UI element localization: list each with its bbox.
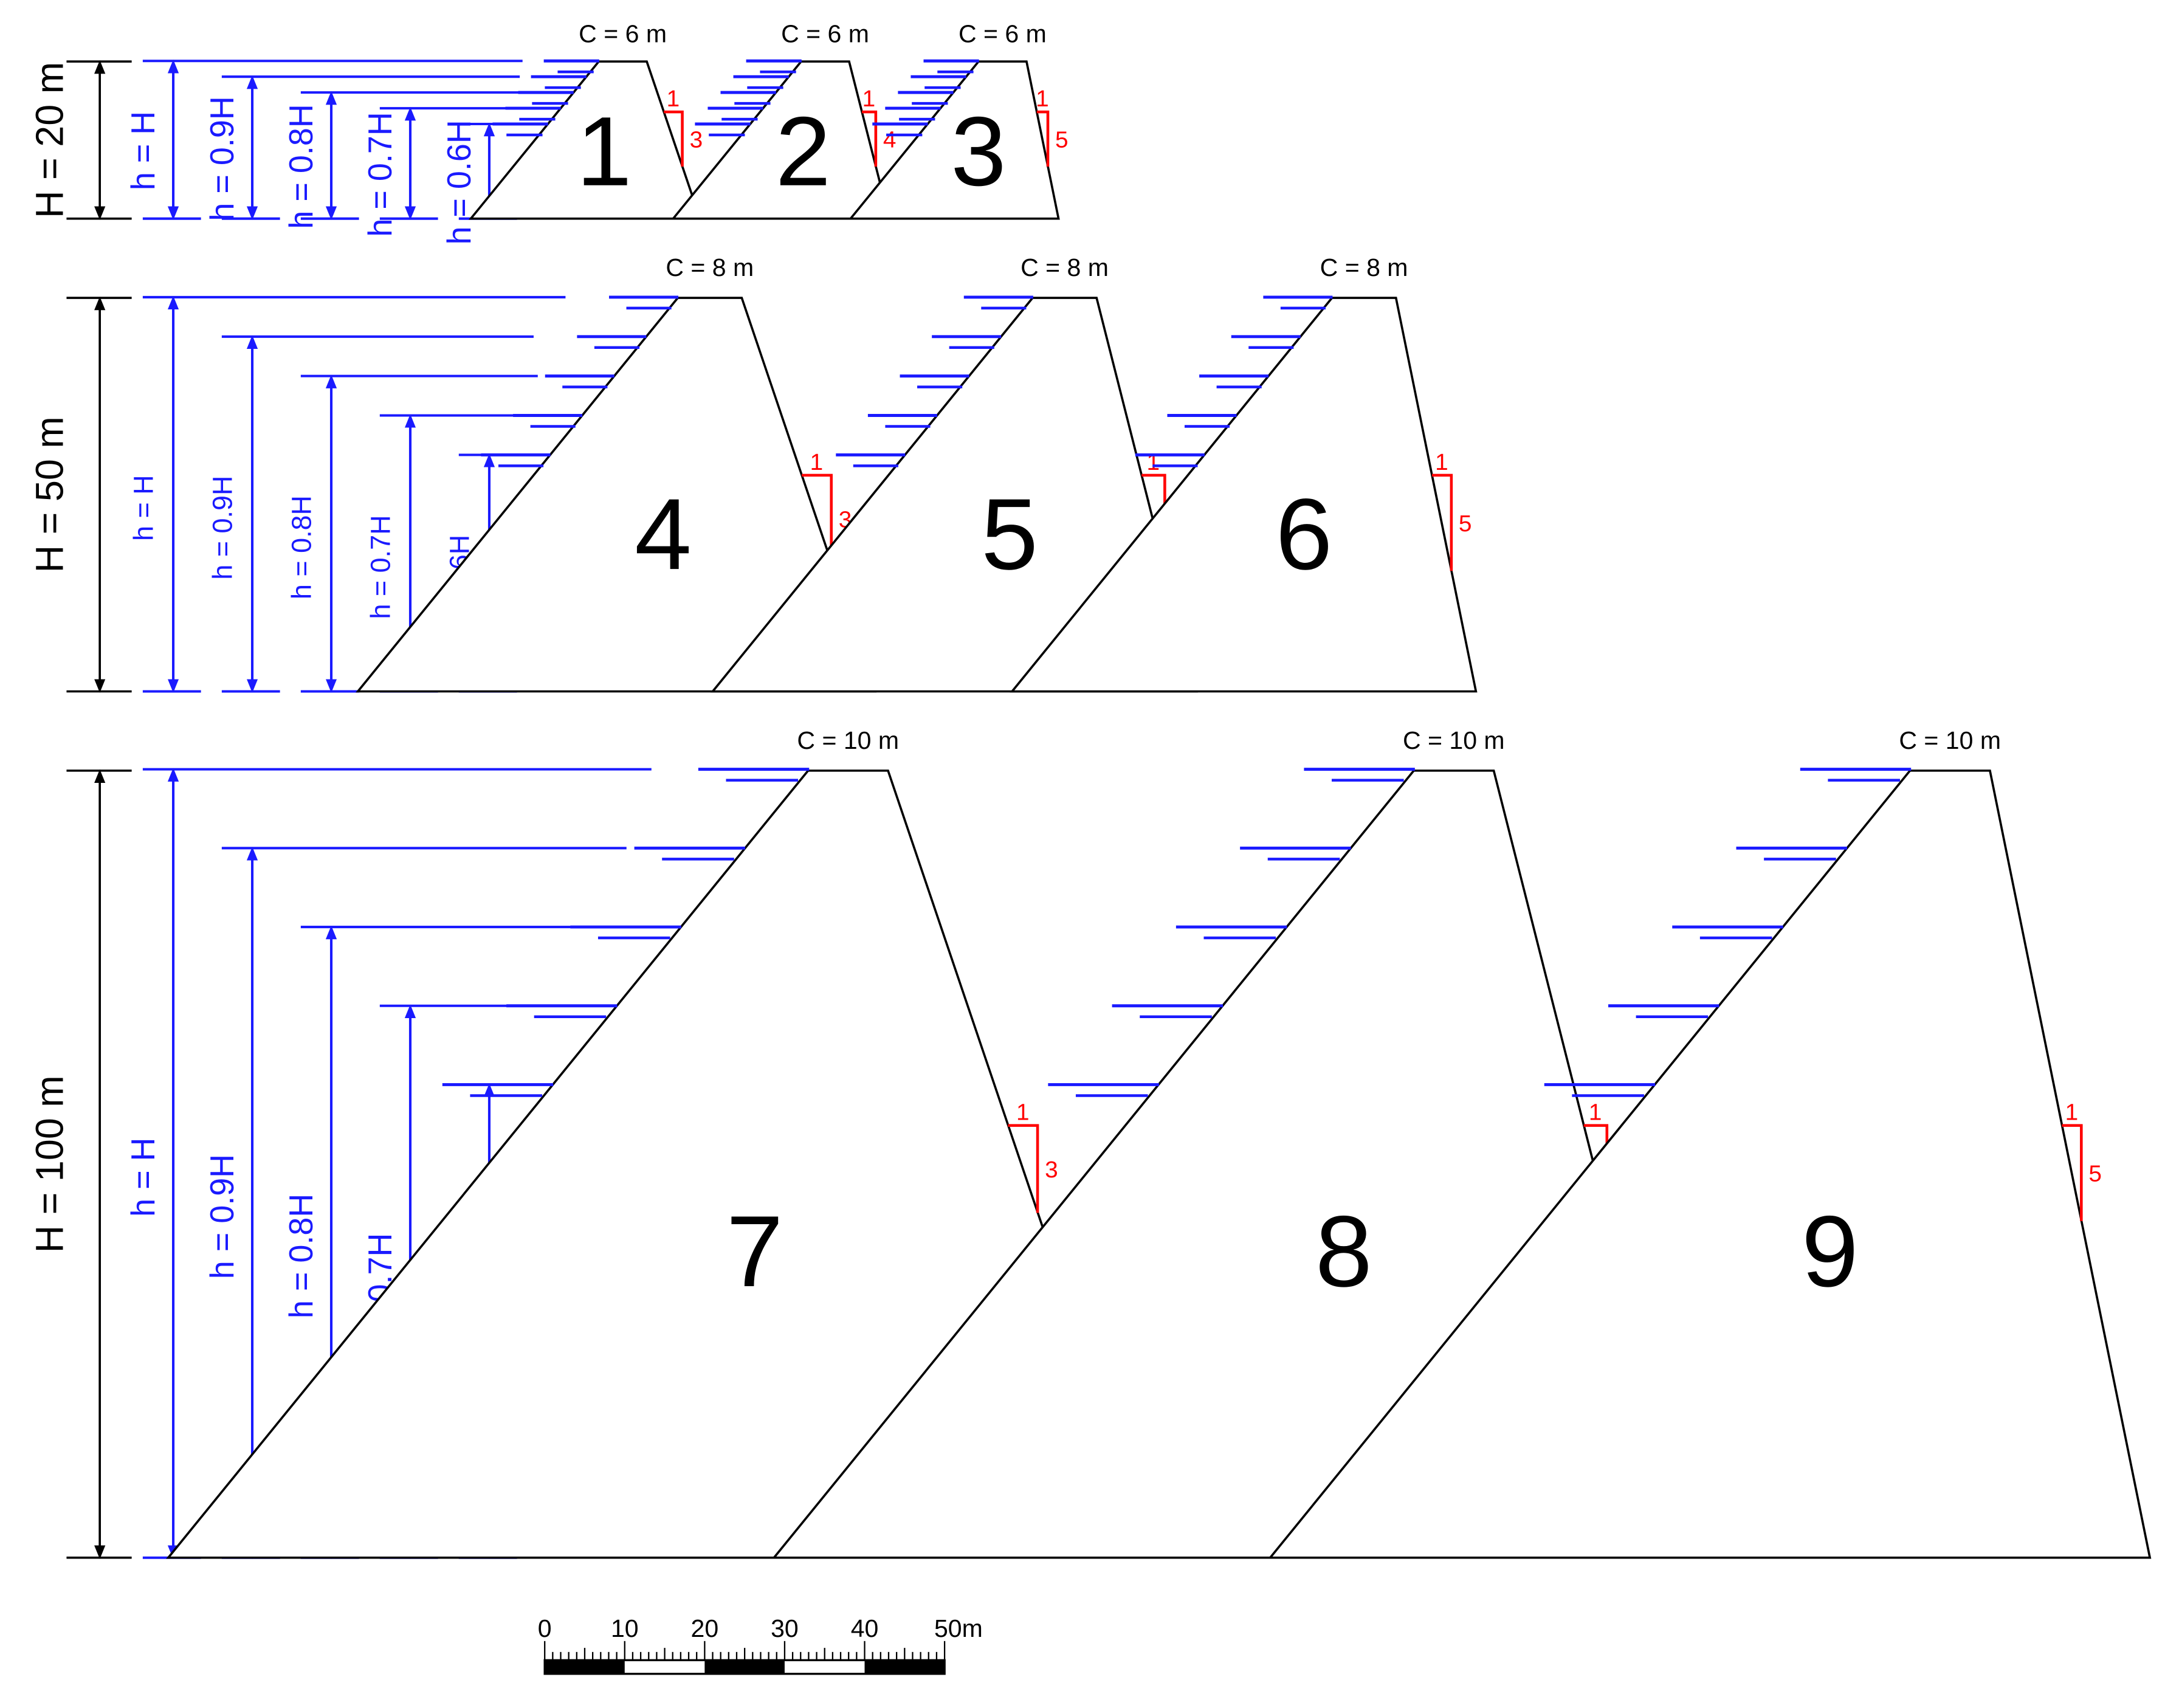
level-label: h = 0.9H [204, 1154, 241, 1279]
slope-run-label: 1 [1435, 449, 1448, 475]
slope-run-label: 1 [1589, 1100, 1602, 1126]
scale-bar-segment [704, 1660, 785, 1674]
slope-triangle [862, 110, 878, 167]
slope-rise-label: 4 [883, 127, 897, 153]
dam-number: 6 [1275, 477, 1332, 591]
dam-number: 7 [726, 1194, 783, 1308]
level-label: h = 0.7H [365, 515, 396, 619]
dam-section [1010, 297, 1478, 693]
slope-run-label: 1 [1016, 1100, 1030, 1126]
crest-label: C = 8 m [1320, 253, 1408, 281]
dam-number: 9 [1802, 1194, 1859, 1308]
crest-label: C = 6 m [579, 20, 667, 48]
height-label: H = 50 m [29, 416, 71, 573]
level-label: h = 0.9H [204, 96, 241, 221]
crest-label: C = 6 m [781, 20, 869, 48]
scale-tick-label: 50m [934, 1614, 983, 1642]
crest-label: C = 6 m [959, 20, 1047, 48]
level-label: h = 0.7H [362, 112, 399, 236]
level-label: h = 0.6H [440, 120, 477, 244]
level-label: h = H [125, 111, 162, 190]
scale-bar-segment [545, 1660, 625, 1674]
slope-run-label: 1 [862, 86, 876, 112]
dam-section [1267, 770, 2152, 1559]
dam-number: 1 [576, 96, 632, 207]
height-label: H = 100 m [29, 1075, 71, 1253]
level-label: h = 0.8H [286, 495, 317, 599]
dam-number: 3 [951, 96, 1006, 207]
level-label: h = 0.8H [283, 1194, 320, 1318]
scale-tick-label: 10 [611, 1614, 639, 1642]
slope-triangle [1036, 110, 1050, 167]
crest-label: C = 10 m [797, 726, 899, 754]
crest-label: C = 8 m [1021, 253, 1109, 281]
level-label: h = 0.8H [283, 104, 320, 229]
dam-number: 2 [776, 96, 831, 207]
slope-run-label: 1 [667, 86, 680, 112]
scale-tick-label: 20 [691, 1614, 719, 1642]
slope-rise-label: 5 [2088, 1161, 2102, 1187]
slope-triangle [802, 473, 833, 563]
scale-bar-segment [864, 1660, 945, 1674]
scale-tick-label: 30 [771, 1614, 799, 1642]
crest-label: C = 10 m [1899, 726, 2001, 754]
slope-run-label: 1 [810, 449, 824, 475]
slope-rise-label: 5 [1459, 511, 1472, 537]
level-label: h = H [128, 475, 159, 541]
scale-tick-label: 0 [538, 1614, 552, 1642]
dam-number: 4 [635, 477, 692, 591]
slope-triangle [664, 110, 684, 167]
crest-label: C = 8 m [666, 253, 754, 281]
slope-run-label: 1 [1036, 86, 1049, 112]
slope-triangle [1008, 1124, 1039, 1213]
scale-tick-label: 40 [851, 1614, 879, 1642]
dam-number: 8 [1315, 1194, 1372, 1308]
slope-triangle [1431, 473, 1453, 571]
height-label: H = 20 m [29, 62, 71, 218]
slope-run-label: 1 [2065, 1100, 2079, 1126]
slope-triangle [2062, 1124, 2083, 1221]
level-label: h = 0.9H [207, 476, 238, 580]
water-level-guides: H = 20 m h = H h = 0.9H h = 0.8H h = 0.7H h =… [29, 60, 652, 1559]
slope-run-label: 1 [1147, 449, 1160, 475]
scale-bar: 0 10 20 30 40 50m [538, 1614, 983, 1675]
level-label: h = H [125, 1137, 162, 1216]
slope-rise-label: 3 [690, 127, 703, 153]
crest-label: C = 10 m [1403, 726, 1505, 754]
dam-section [848, 60, 1060, 220]
slope-rise-label: 3 [1045, 1157, 1058, 1183]
slope-rise-label: 5 [1055, 127, 1069, 153]
dam-number: 5 [981, 477, 1038, 591]
